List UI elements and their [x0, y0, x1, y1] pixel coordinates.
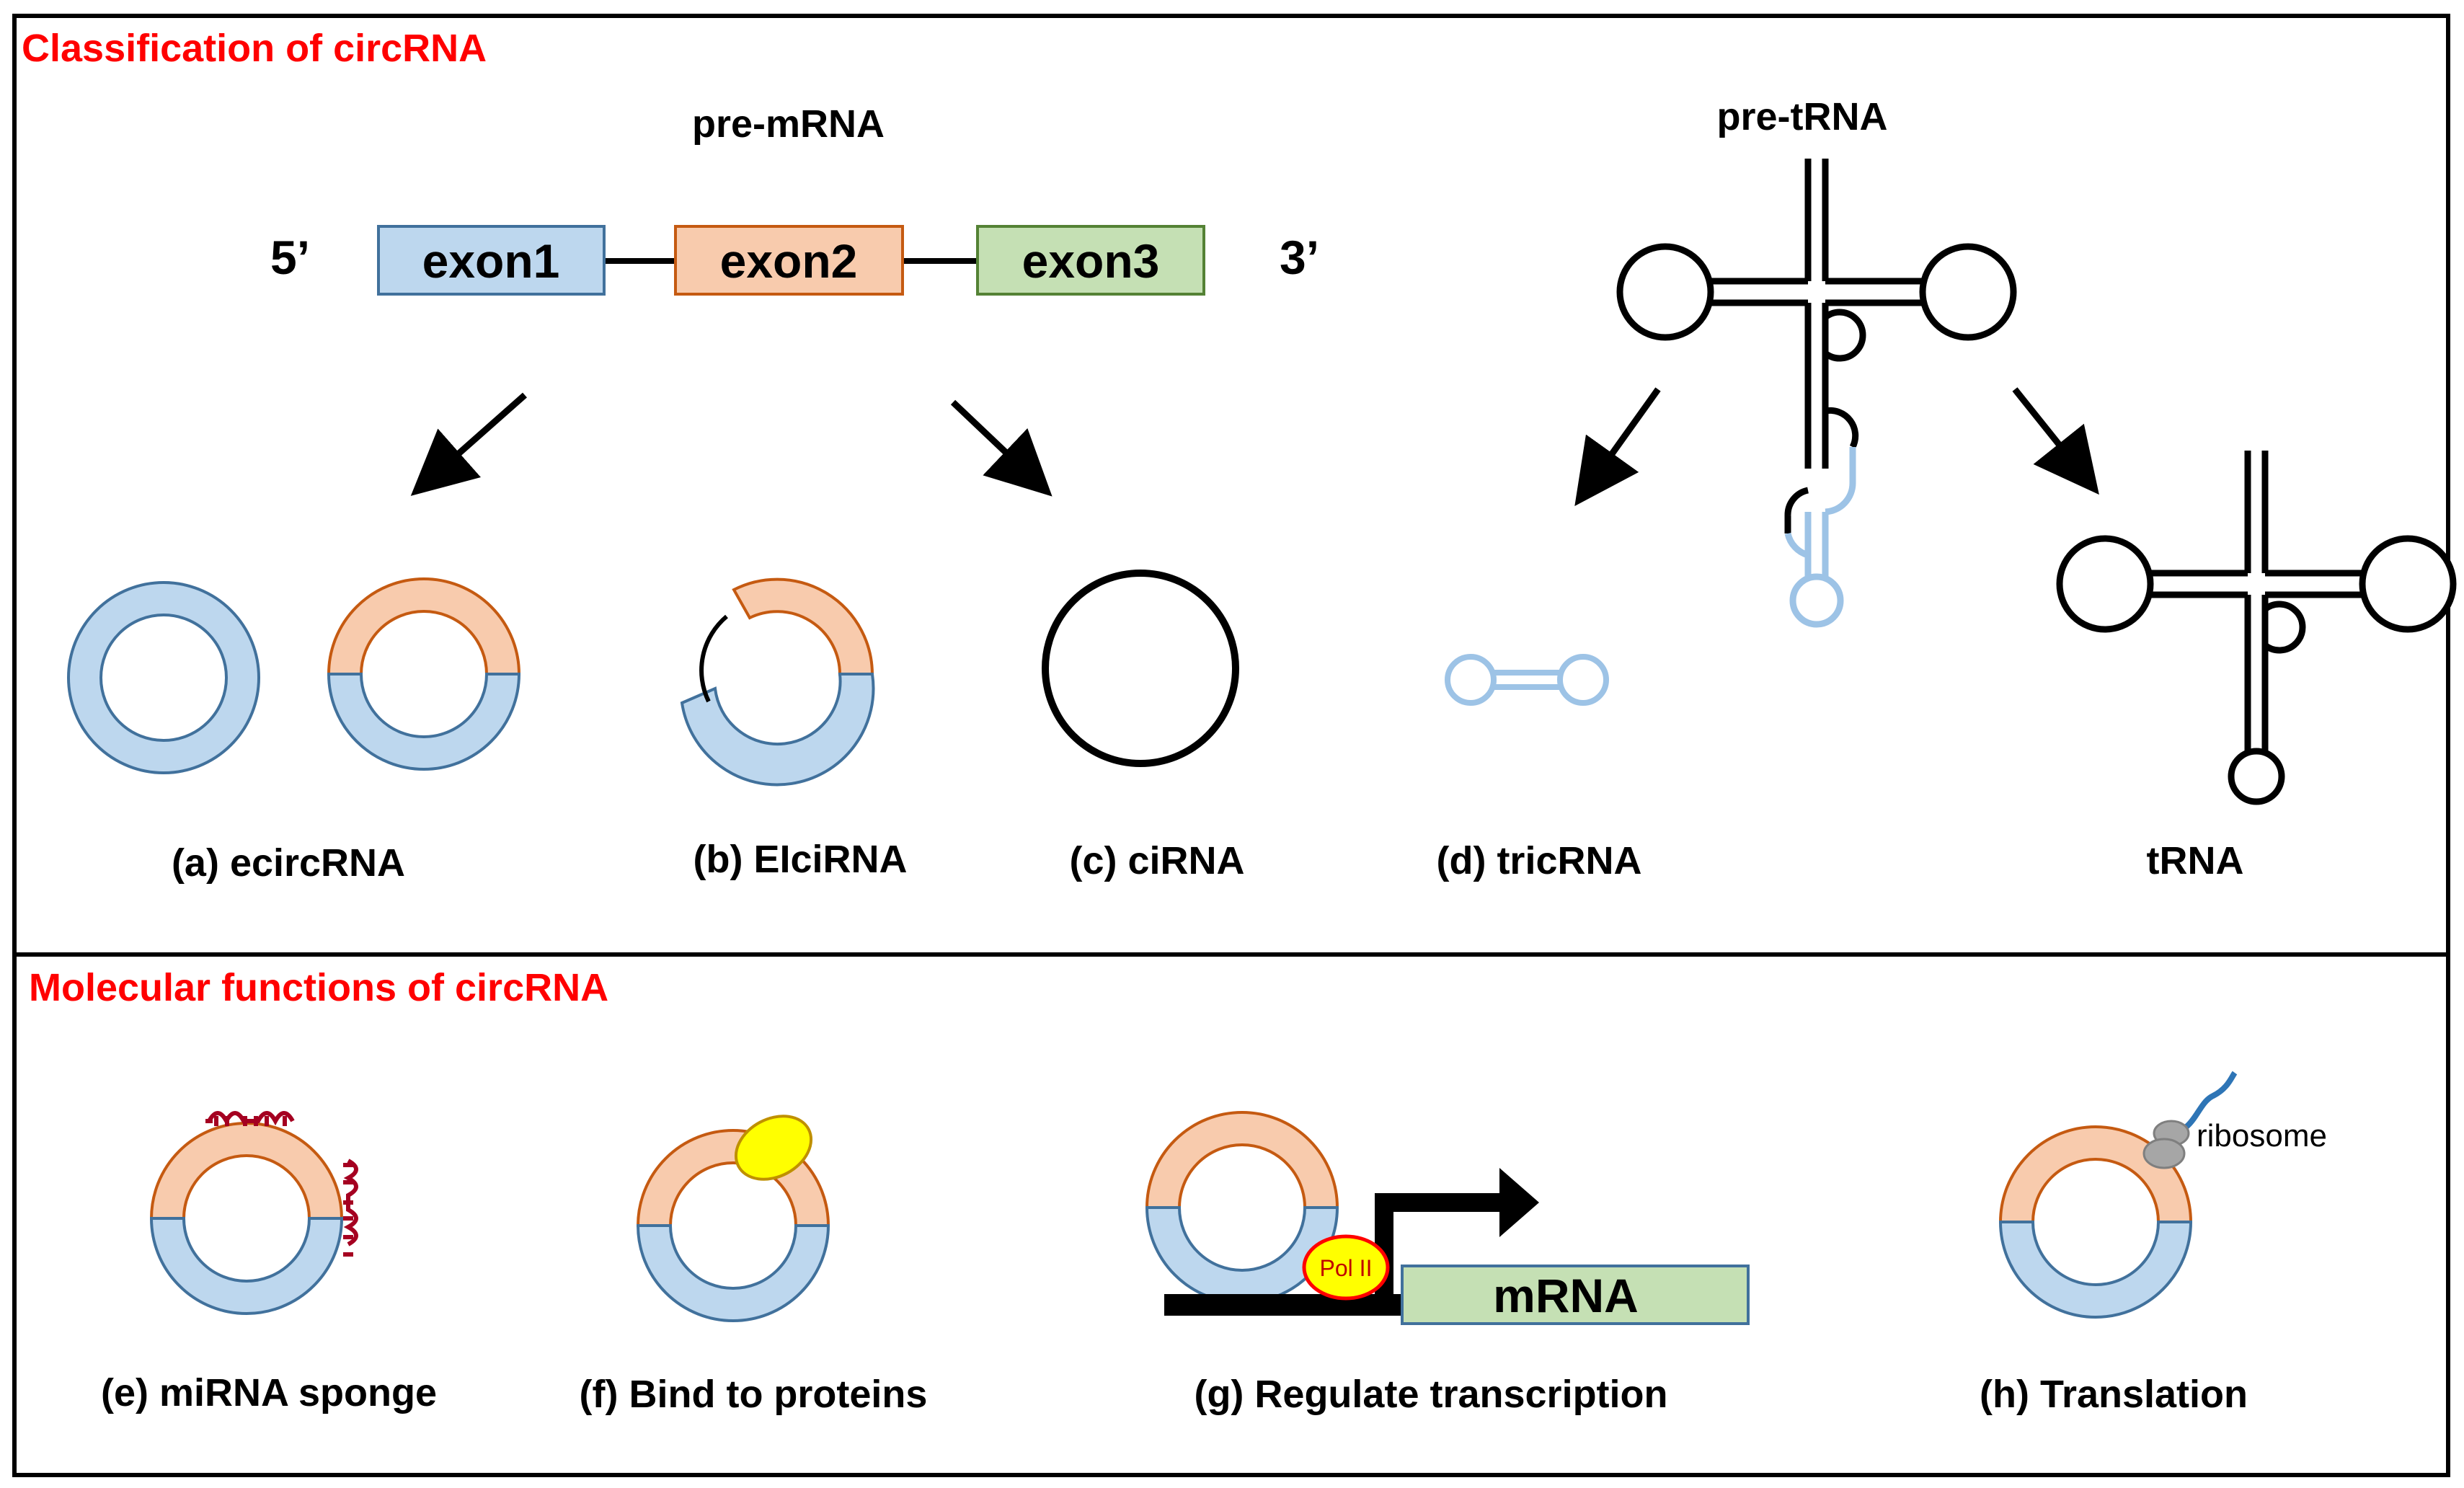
ecircrna-blue-ring [67, 581, 260, 774]
mirna-molecules [205, 1111, 358, 1257]
pre-mrna-label: pre-mRNA [692, 102, 885, 146]
mrna-label: mRNA [1493, 1269, 1639, 1322]
caption-d: (d) tricRNA [1437, 839, 1642, 882]
caption-f: (f) Bind to proteins [580, 1373, 928, 1416]
caption-c: (c) ciRNA [1069, 839, 1244, 882]
exon2-label: exon2 [720, 234, 858, 288]
caption-b: (b) EIciRNA [693, 838, 908, 881]
ribosome-icon [2142, 1120, 2190, 1169]
cirna-ring [1042, 570, 1239, 767]
mrna-box [1401, 1265, 1750, 1325]
pre-trna-label: pre-tRNA [1717, 95, 1888, 138]
arrow-to-trna [2012, 387, 2099, 495]
protein-ellipse [734, 1115, 813, 1181]
ecircrna-two-tone-ring [327, 577, 520, 771]
caption-h: (h) Translation [1980, 1373, 2248, 1416]
ribosome-label: ribosome [2197, 1118, 2327, 1153]
eicirna-ring [680, 577, 875, 787]
transcription-arrowhead [1499, 1168, 1539, 1237]
caption-a: (a) ecircRNA [172, 841, 405, 885]
exon1-box [377, 225, 606, 296]
classification-panel [12, 14, 2450, 957]
arrow-to-ecircrna [410, 392, 527, 496]
pol-ii-ellipse [1302, 1234, 1390, 1301]
functions-panel [12, 952, 2450, 1477]
dna-strand [1164, 1294, 1409, 1316]
pol-ii-label: Pol II [1320, 1255, 1373, 1281]
tricrna-structure [1445, 654, 1609, 706]
three-prime-label: 3’ [1280, 231, 1319, 284]
trna-structure [2060, 451, 2453, 805]
arrow-to-tricrna [1574, 387, 1661, 506]
caption-g: (g) Regulate transcription [1194, 1373, 1667, 1416]
five-prime-label: 5’ [270, 231, 310, 284]
functions-title: Molecular functions of circRNA [29, 966, 608, 1009]
exon3-box [976, 225, 1205, 296]
exon3-label: exon3 [1022, 234, 1160, 288]
pre-trna-structure [1620, 159, 2013, 628]
exon2-box [674, 225, 904, 296]
caption-e: (e) miRNA sponge [101, 1371, 437, 1414]
pre-mrna-strand: exon1 exon2 exon3 [377, 225, 1205, 296]
mirna-sponge-circrna [150, 1122, 343, 1315]
caption-trna: tRNA [2147, 839, 2244, 882]
arrow-to-cirna [950, 399, 1052, 497]
classification-title: Classification of circRNA [22, 27, 487, 70]
exon1-label: exon1 [422, 234, 560, 288]
